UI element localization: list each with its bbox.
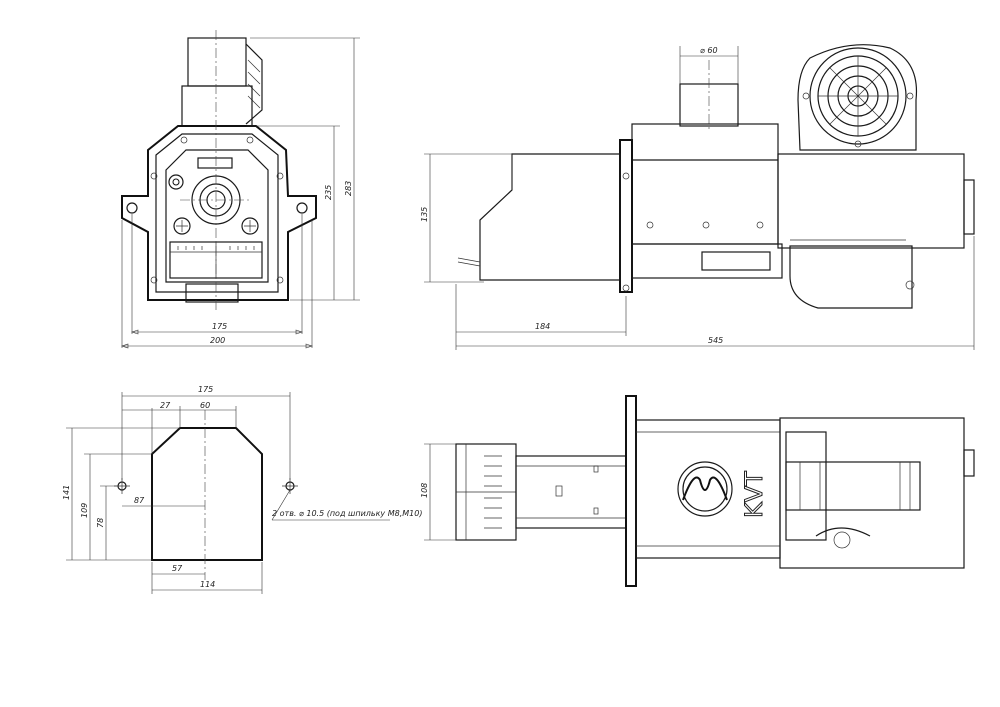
- front-right-hole: [296, 202, 308, 214]
- front-left-hole: [126, 202, 138, 214]
- top-flange: [625, 395, 637, 587]
- side-lower-box: [789, 245, 913, 309]
- side-feeder-box: [631, 123, 779, 245]
- front-sensor: [168, 174, 184, 190]
- kvt-logo-text: KVT: [740, 471, 768, 518]
- flange-outline: [151, 427, 263, 561]
- top-view-dimensions: 108: [420, 443, 456, 541]
- dim-side-184: 184: [535, 322, 550, 331]
- side-clamp: [701, 251, 771, 271]
- side-burner-head: [479, 153, 621, 281]
- dim-front-283: 283: [344, 181, 353, 196]
- top-fan: [785, 461, 921, 511]
- dim-flange-109: 109: [80, 503, 89, 518]
- front-bottom-port: [185, 283, 239, 303]
- side-flange: [619, 139, 633, 293]
- dim-flange-27: 27: [160, 401, 171, 410]
- front-neck: [181, 85, 253, 127]
- top-motor-body: [779, 417, 965, 569]
- dim-side-135: 135: [420, 207, 429, 222]
- dim-flange-60: 60: [200, 401, 210, 410]
- front-body-inner: [155, 133, 279, 293]
- dim-flange-87: 87: [134, 496, 145, 505]
- dim-flange-114: 114: [200, 580, 215, 589]
- dim-flange-57: 57: [172, 564, 183, 573]
- dim-front-235: 235: [324, 185, 333, 200]
- front-fan-side: [245, 43, 263, 125]
- dim-flange-175: 175: [198, 385, 213, 394]
- side-fan-housing: [797, 44, 918, 151]
- dim-side-pipe-60: ⌀ 60: [700, 46, 718, 55]
- holes-note: 2 отв. ⌀ 10.5 (под шпильку М8,М10): [272, 509, 422, 518]
- dim-flange-141: 141: [62, 485, 71, 500]
- side-fan-outer: [809, 47, 907, 145]
- side-view: [457, 44, 975, 309]
- front-fan-housing: [187, 37, 247, 87]
- flange-dimensions: 175 27 60 141 109 78 87 57 114 2 отв. ⌀ …: [62, 385, 422, 594]
- dim-front-200: 200: [210, 336, 225, 345]
- flange-view: [114, 410, 298, 580]
- side-view-dimensions: ⌀ 60 135 184 545: [420, 46, 975, 350]
- dim-front-175: 175: [212, 322, 227, 331]
- front-view-dimensions: 175 200 235 283: [121, 37, 360, 349]
- top-tube: [515, 455, 627, 529]
- front-body-outline: [121, 125, 317, 301]
- side-motor-body: [777, 153, 965, 249]
- dim-side-545: 545: [708, 336, 723, 345]
- dim-top-108: 108: [420, 483, 429, 498]
- top-view: KVT: [455, 395, 975, 587]
- kvt-logo-icon: [677, 461, 733, 517]
- kvt-logo-wave: [682, 476, 728, 501]
- dim-flange-78: 78: [96, 518, 105, 528]
- front-view: [121, 30, 317, 310]
